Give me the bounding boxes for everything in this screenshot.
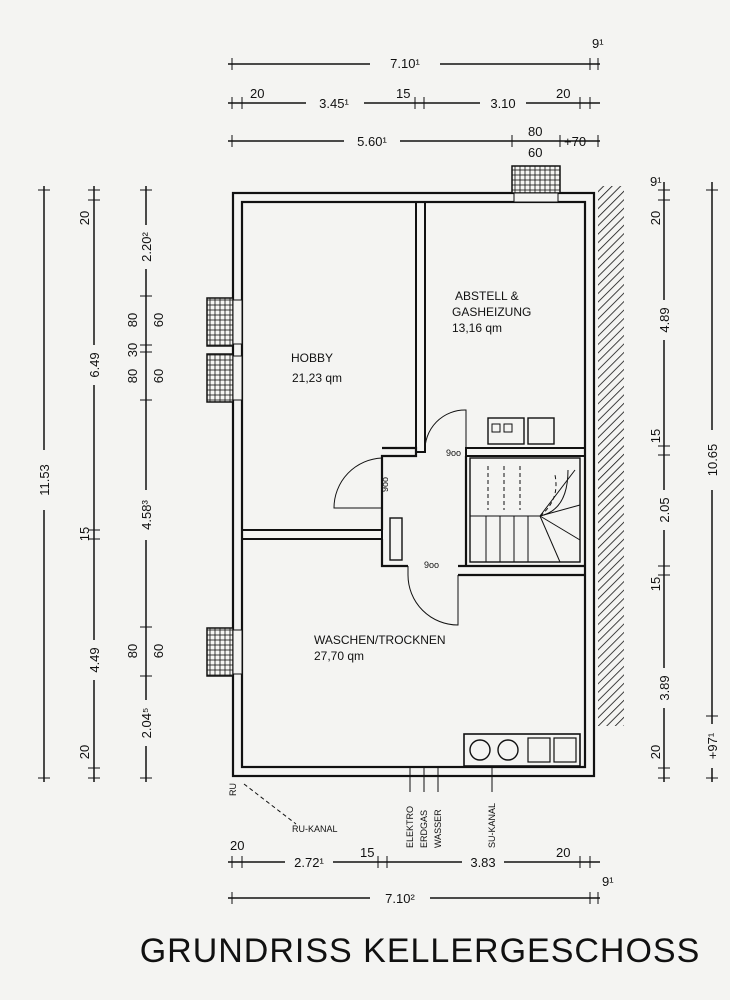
dim-right-inner-g: 3.89 [657, 675, 672, 700]
dim-right-inner-e: 2.05 [657, 497, 672, 522]
ru-marker: RU [228, 783, 238, 796]
window-left-1 [206, 297, 234, 347]
staircase [469, 457, 581, 563]
room-labels: HOBBY 21,23 qm ABSTELL & GASHEIZUNG 13,1… [291, 289, 531, 663]
building-walls [206, 165, 624, 778]
dim-left-inner-e: 4.58³ [139, 500, 154, 530]
dim-row3-b-bottom: 60 [528, 145, 542, 160]
dim-left-inner-d-top: 80 [125, 369, 140, 383]
dim-bottom1-e: 20 [556, 845, 570, 860]
dim-right-inner-d: 15 [648, 429, 663, 443]
dim-bottom2-right-small: 9¹ [602, 874, 614, 889]
dim-left-inner-f-top: 80 [125, 644, 140, 658]
dim-bottom1-b: 2.72¹ [294, 855, 324, 870]
window-top [511, 165, 561, 194]
dim-left-mid-c: 15 [77, 527, 92, 541]
washer-dryer-counter [463, 733, 581, 767]
dim-left-inner-b-top: 80 [125, 313, 140, 327]
label-erdgas: ERDGAS [419, 810, 429, 848]
door-label-3: 9oo [424, 560, 439, 570]
right-dimensions: 9¹ 20 4.89 15 2.05 15 3.89 20 10.65 +97¹ [648, 174, 720, 782]
label-wasser: WASSER [433, 809, 443, 848]
dim-row3-a: 5.60¹ [357, 134, 387, 149]
window-left-2 [206, 353, 234, 403]
gas-heater [487, 417, 525, 445]
dim-right-bottom: +97¹ [705, 732, 720, 759]
dim-top-overall: 7.10¹ [390, 56, 420, 71]
top-dimensions: 7.10¹ 9¹ 20 3.45¹ 15 3.10 20 5.60¹ 80 60… [228, 36, 604, 160]
room-area-abstell: 13,16 qm [452, 321, 502, 335]
left-dimensions: 11.53 20 6.49 15 4.49 20 2.20² 80 60 30 … [36, 186, 166, 782]
room-area-waschen: 27,70 qm [314, 649, 364, 663]
dim-row2-b: 3.45¹ [319, 96, 349, 111]
door-label-2: 9oo [380, 477, 390, 492]
room-name-waschen: WASCHEN/TROCKNEN [314, 633, 446, 647]
dim-bottom1-d: 3.83 [470, 855, 495, 870]
dryer-icon [497, 739, 519, 761]
dim-left-mid-e: 20 [77, 745, 92, 759]
dim-top-right-small: 9¹ [592, 36, 604, 51]
dim-right-inner-b: 20 [648, 211, 663, 225]
dim-bottom2-overall: 7.10² [385, 891, 415, 906]
door-swing-abstell [424, 409, 467, 453]
room-name-abstell-1: ABSTELL & [455, 289, 519, 303]
dim-left-mid-d: 4.49 [87, 647, 102, 672]
dim-left-mid-a: 20 [77, 211, 92, 225]
dim-bottom1-c: 15 [360, 845, 374, 860]
dim-right-total: 10.65 [705, 444, 720, 477]
dim-row2-d: 3.10 [490, 96, 515, 111]
label-elektro: ELEKTRO [405, 806, 415, 848]
dim-left-inner-a: 2.20² [139, 232, 154, 262]
dim-right-inner-a: 9¹ [650, 174, 662, 189]
plan-title: GRUNDRISS KELLERGESCHOSS [140, 932, 701, 970]
dim-left-inner-g: 2.04⁵ [139, 708, 154, 739]
dim-left-mid-b: 6.49 [87, 352, 102, 377]
dim-left-inner-d-bottom: 60 [151, 369, 166, 383]
boiler [527, 417, 555, 445]
dim-right-inner-c: 4.89 [657, 307, 672, 332]
dim-row2-a: 20 [250, 86, 264, 101]
dim-right-inner-h: 20 [648, 745, 663, 759]
bottom-dimensions: 20 2.72¹ 15 3.83 20 7.10² 9¹ [228, 838, 614, 906]
dim-row3-b-top: 80 [528, 124, 542, 139]
washing-machine-icon [469, 739, 491, 761]
dim-left-inner-c: 30 [125, 343, 140, 357]
label-su-kanal: SU-KANAL [487, 803, 497, 848]
window-left-3 [206, 627, 234, 677]
dim-left-inner-b-bottom: 60 [151, 313, 166, 327]
room-name-hobby: HOBBY [291, 351, 333, 365]
door-swing-waschen [407, 566, 459, 626]
label-ru-kanal: RU-KANAL [292, 824, 338, 834]
dim-right-inner-f: 15 [648, 577, 663, 591]
room-area-hobby: 21,23 qm [292, 371, 342, 385]
dim-row3-c: +70 [564, 134, 586, 149]
dim-left-total: 11.53 [37, 464, 52, 496]
sink-icon [527, 737, 551, 763]
dim-bottom1-a: 20 [230, 838, 244, 853]
door-label-1: 9oo [446, 448, 461, 458]
dim-row2-c: 15 [396, 86, 410, 101]
earth-hatching [598, 186, 624, 726]
door-swing-hobby [333, 457, 383, 509]
fixtures [463, 417, 581, 767]
dim-left-inner-f-bottom: 60 [151, 644, 166, 658]
doors: 9oo 9oo 9oo [333, 409, 467, 626]
utility-connections: RU RU-KANAL ELEKTRO ERDGAS WASSER SU-KAN… [228, 767, 497, 848]
dim-row2-e: 20 [556, 86, 570, 101]
room-name-abstell-2: GASHEIZUNG [452, 305, 531, 319]
